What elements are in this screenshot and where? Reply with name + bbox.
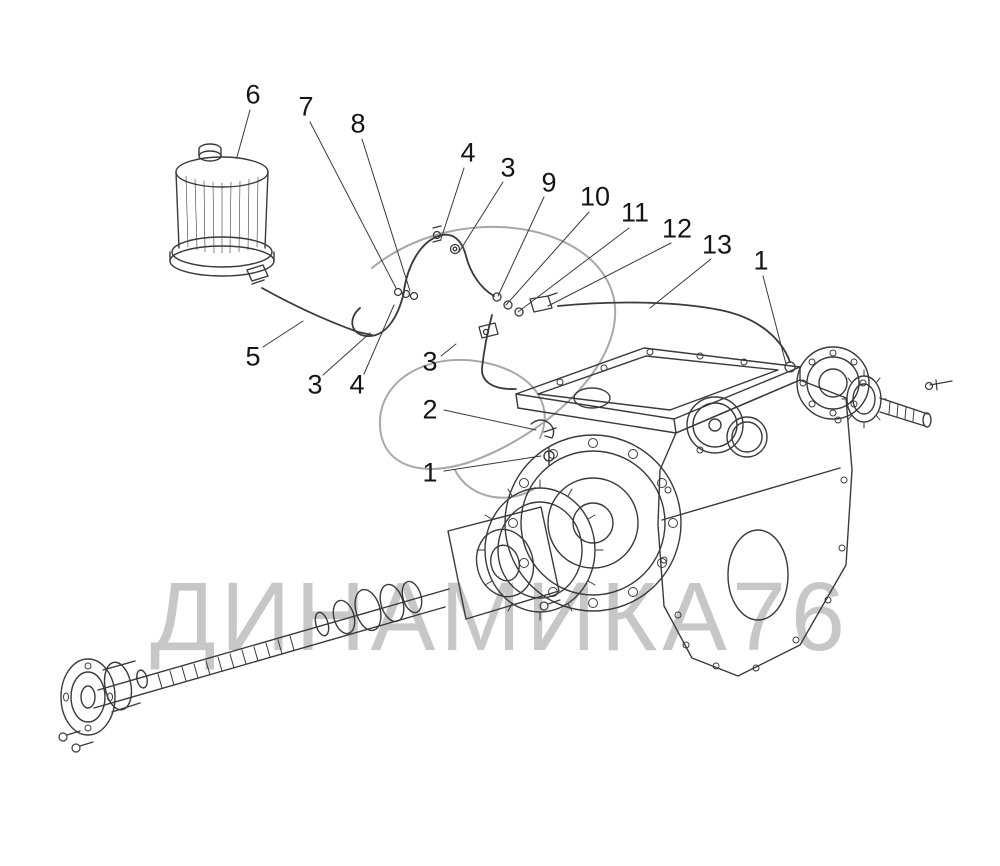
callout-6: 6 bbox=[245, 79, 261, 110]
front-bearing-flange bbox=[504, 434, 682, 612]
pipe-bracket bbox=[478, 322, 499, 339]
watermark-text: ДИНАМИКА76 bbox=[150, 562, 850, 671]
callout-10: 10 bbox=[579, 181, 611, 212]
pto-housing bbox=[447, 506, 560, 620]
callout-3-mid: 3 bbox=[422, 346, 438, 377]
gear-drum bbox=[476, 479, 604, 621]
callout-4-left: 4 bbox=[349, 369, 365, 400]
callout-9: 9 bbox=[541, 167, 557, 198]
callout-3-left: 3 bbox=[307, 369, 323, 400]
shaft-end-flange bbox=[60, 658, 141, 736]
input-flange-assembly bbox=[796, 346, 932, 429]
air-dryer-canister bbox=[169, 143, 275, 285]
callout-5: 5 bbox=[245, 341, 261, 372]
callout-4-top: 4 bbox=[460, 137, 476, 168]
callout-1-low: 1 bbox=[422, 457, 438, 488]
callout-12: 12 bbox=[661, 213, 693, 244]
callout-8: 8 bbox=[350, 108, 366, 139]
callout-3-top: 3 bbox=[500, 152, 516, 183]
loose-bolt-center bbox=[539, 599, 561, 611]
callout-1-top: 1 bbox=[753, 245, 769, 276]
loose-bolts-bottom-left bbox=[58, 730, 94, 753]
watermark-swirl bbox=[371, 225, 617, 499]
spline-hatching bbox=[157, 635, 295, 689]
loose-bolt-right bbox=[924, 379, 953, 391]
callout-13: 13 bbox=[701, 229, 733, 260]
callout-11: 11 bbox=[620, 197, 650, 228]
leader-lines bbox=[236, 109, 787, 472]
tee-fitting bbox=[529, 295, 553, 313]
callout-2: 2 bbox=[422, 394, 438, 425]
drive-shaft bbox=[93, 580, 450, 709]
callout-7: 7 bbox=[298, 91, 314, 122]
pipe-bolt-icon bbox=[432, 230, 442, 240]
air-pipelines bbox=[261, 225, 796, 390]
